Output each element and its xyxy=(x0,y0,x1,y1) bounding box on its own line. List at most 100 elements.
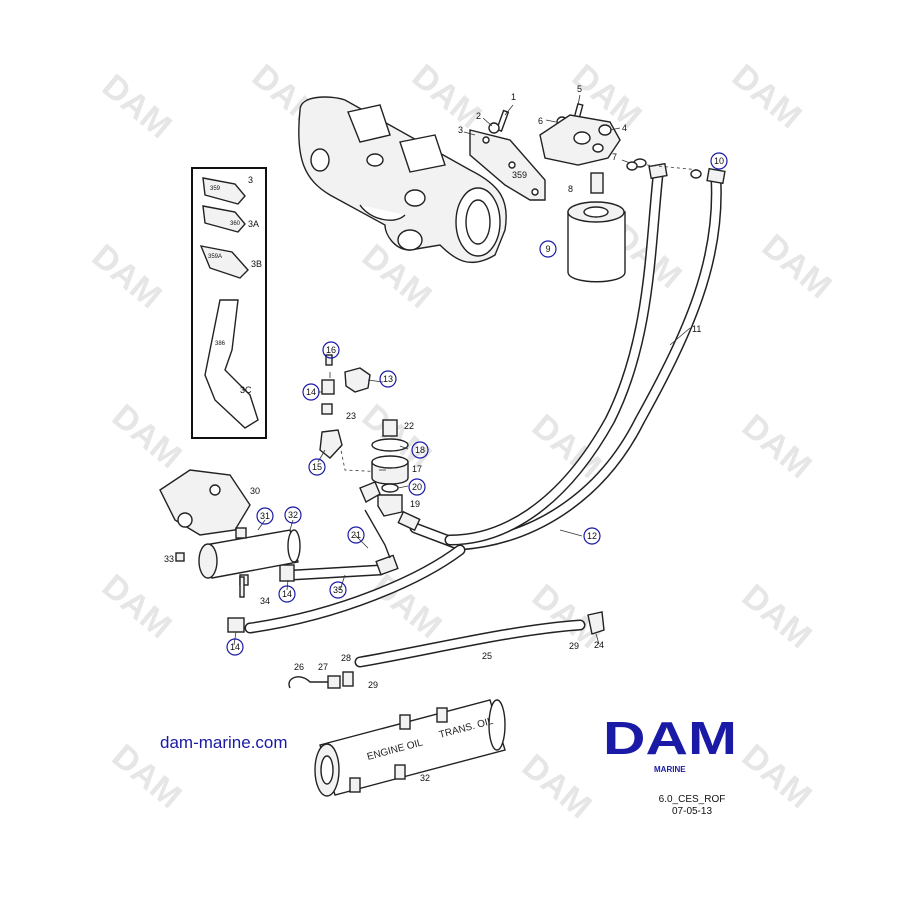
logo-text: DAM xyxy=(603,712,737,764)
svg-text:14: 14 xyxy=(306,387,316,397)
part-label: 33 xyxy=(164,554,174,564)
bracket-3: 359 xyxy=(469,129,546,201)
part-label: 6 xyxy=(538,116,543,126)
plug-33 xyxy=(175,552,185,562)
callout-32: 32 xyxy=(284,506,302,524)
part-label: 26 xyxy=(294,662,304,672)
inset-stamp: 359A xyxy=(208,254,222,260)
part-label: 11 xyxy=(692,324,701,334)
part-label: 24 xyxy=(594,640,604,650)
callout-12: 12 xyxy=(583,527,601,545)
remote-oil-parts xyxy=(359,419,409,517)
part-label: 30 xyxy=(250,486,260,496)
part-labels: 1 2 3 4 5 6 8 11 17 19 22 23 24 25 26 27… xyxy=(164,84,701,783)
svg-text:18: 18 xyxy=(415,445,425,455)
inset-stamp: 359 xyxy=(210,186,221,192)
callout-14: 14 xyxy=(226,638,244,656)
callout-18: 18 xyxy=(411,441,429,459)
watermark: DAM xyxy=(735,407,819,486)
bracket-30 xyxy=(159,469,251,536)
inset-stamp: 360 xyxy=(230,221,241,227)
hose-12 xyxy=(444,169,664,546)
callout-14: 14 xyxy=(278,585,296,603)
part-label: 25 xyxy=(482,651,492,661)
long-hose xyxy=(227,544,466,634)
dam-marine-logo: DAM MARINE xyxy=(603,712,737,774)
line-25 xyxy=(354,611,605,668)
hose-11 xyxy=(409,174,722,551)
callout-35: 35 xyxy=(329,581,347,599)
hose-fittings xyxy=(397,161,726,532)
callout-9: 9 xyxy=(539,240,557,258)
bolt-34 xyxy=(239,576,245,598)
svg-text:14: 14 xyxy=(230,642,240,652)
watermark: DAM xyxy=(85,237,169,316)
drawing-date: 07-05-13 xyxy=(672,806,712,817)
filter-adapter xyxy=(539,114,647,168)
callout-10: 10 xyxy=(710,152,728,170)
oil-filter xyxy=(567,201,626,283)
svg-text:16: 16 xyxy=(326,345,336,355)
part-label: 17 xyxy=(412,464,422,474)
inset-label-3b: 3B xyxy=(251,259,262,269)
part-label: 7 xyxy=(612,152,617,162)
svg-text:13: 13 xyxy=(383,374,393,384)
part-label: 8 xyxy=(568,184,573,194)
callout-21: 21 xyxy=(347,526,365,544)
circled-labels: 9 10 12 13 14 14 14 15 16 18 20 21 31 32… xyxy=(226,152,728,656)
inset-stamp: 386 xyxy=(215,341,226,347)
watermark: DAM xyxy=(725,57,809,136)
callout-31: 31 xyxy=(256,507,274,525)
inset-label-3: 3 xyxy=(248,175,253,185)
part-label: 4 xyxy=(622,123,627,133)
part-label: 2 xyxy=(476,111,481,121)
assembly-line xyxy=(339,444,386,473)
cooler-32: ENGINE OIL TRANS. OIL xyxy=(314,699,506,797)
engine-block xyxy=(298,96,507,264)
drain-parts xyxy=(288,671,354,689)
watermark: DAM xyxy=(355,237,439,316)
hose-35 xyxy=(279,509,399,582)
logo-subtext: MARINE xyxy=(654,765,686,774)
svg-text:32: 32 xyxy=(288,510,298,520)
oil-cooler xyxy=(198,527,301,586)
watermark: DAM xyxy=(515,747,599,826)
part-label: 1 xyxy=(511,92,516,102)
callout-15: 15 xyxy=(308,458,326,476)
svg-text:14: 14 xyxy=(282,589,292,599)
part-label: 27 xyxy=(318,662,328,672)
watermark: DAM xyxy=(735,737,819,816)
svg-text:12: 12 xyxy=(587,531,597,541)
inset-label-3c: 3C xyxy=(240,385,252,395)
svg-text:31: 31 xyxy=(260,511,270,521)
watermark: DAM xyxy=(95,567,179,646)
part-label: 29 xyxy=(368,680,378,690)
callout-20: 20 xyxy=(408,478,426,496)
part-label: 23 xyxy=(346,411,356,421)
part-stamp: 359 xyxy=(512,170,527,180)
part-label: 29 xyxy=(569,641,579,651)
part-label: 22 xyxy=(404,421,414,431)
callout-14: 14 xyxy=(302,383,320,401)
watermark: DAM xyxy=(405,57,489,136)
part-label: 34 xyxy=(260,596,270,606)
part-label: 19 xyxy=(410,499,420,509)
watermark: DAM xyxy=(105,397,189,476)
part-label: 5 xyxy=(577,84,582,94)
part-label: 32 xyxy=(420,773,430,783)
svg-text:20: 20 xyxy=(412,482,422,492)
inset-panel: 359 360 359A 386 3 3A 3B 3C xyxy=(191,167,267,439)
svg-text:9: 9 xyxy=(545,244,550,254)
callout-13: 13 xyxy=(379,370,397,388)
watermark: DAM xyxy=(755,227,839,306)
svg-text:10: 10 xyxy=(714,156,724,166)
drawing-reference: 6.0_CES_ROF xyxy=(659,794,726,805)
callout-16: 16 xyxy=(322,341,340,359)
svg-text:21: 21 xyxy=(351,530,361,540)
inset-label-3a: 3A xyxy=(248,219,259,229)
watermark: DAM xyxy=(735,577,819,656)
website-link[interactable]: dam-marine.com xyxy=(160,733,288,752)
watermark: DAM xyxy=(95,67,179,146)
svg-text:35: 35 xyxy=(333,585,343,595)
